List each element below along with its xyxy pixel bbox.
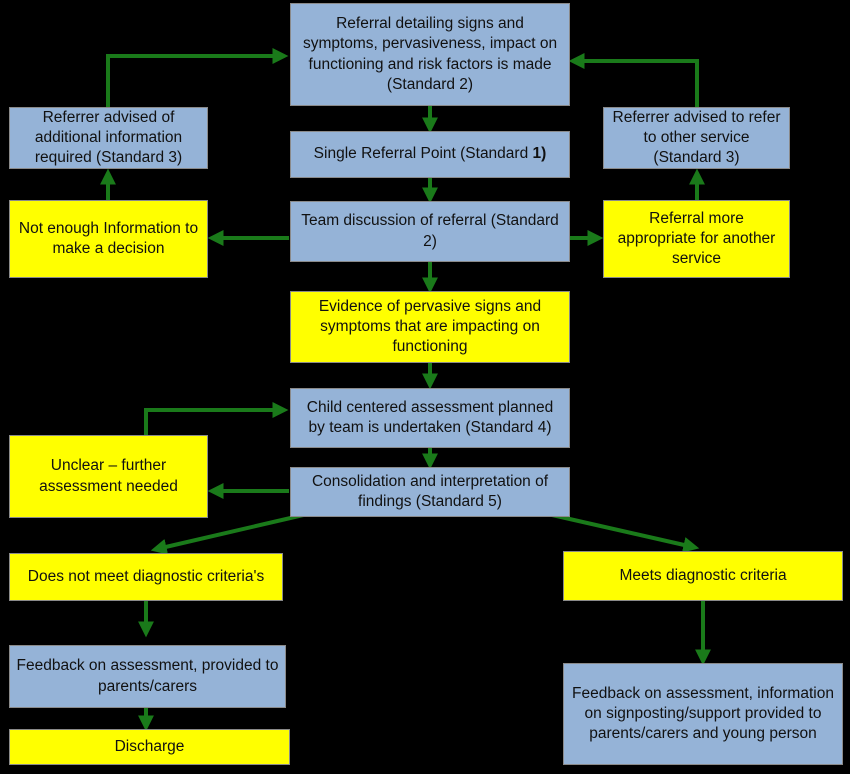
unclear-assessment-box: Unclear – further assessment needed [9,435,208,518]
more-appropriate-service-box: Referral more appropriate for another se… [603,200,790,278]
discharge-box: Discharge [9,729,290,765]
referral-box: Referral detailing signs and symptoms, p… [290,3,570,106]
child-assessment-box: Child centered assessment planned by tea… [290,388,570,448]
arrow-referrer-additional-to-referral [106,48,289,107]
single-referral-point-standard: 1) [532,145,547,163]
arrow-unclear-to-assessment [144,402,289,435]
feedback-support-box: Feedback on assessment, information on s… [563,663,843,765]
not-enough-information-box: Not enough Information to make a decisio… [9,200,208,278]
single-referral-point-label: Single Referral Point (Standard [313,145,533,163]
does-not-meet-criteria-box: Does not meet diagnostic criteria's [9,553,283,601]
referrer-other-service-box: Referrer advised to refer to other servi… [603,107,790,169]
arrow-referrer-other-to-referral [568,53,699,107]
feedback-parents-box: Feedback on assessment, provided to pare… [9,645,286,708]
single-referral-point-box: Single Referral Point (Standard 1) [290,131,570,178]
team-discussion-box: Team discussion of referral (Standard 2) [290,201,570,262]
consolidation-box: Consolidation and interpretation of find… [290,467,570,517]
meets-criteria-box: Meets diagnostic criteria [563,551,843,601]
evidence-pervasive-box: Evidence of pervasive signs and symptoms… [290,291,570,363]
referrer-additional-info-box: Referrer advised of additional informati… [9,107,208,169]
